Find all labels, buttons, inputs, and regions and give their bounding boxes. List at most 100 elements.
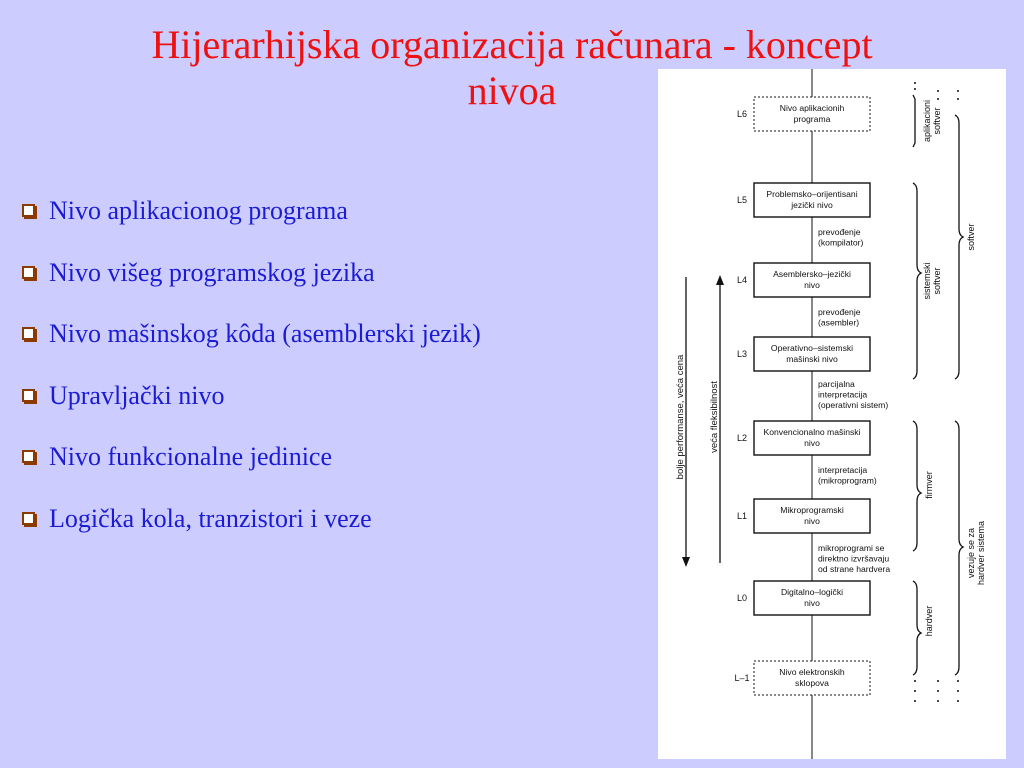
level-box-label-line-2: nivo <box>804 280 820 290</box>
level-box-label-line-2: nivo <box>804 516 820 526</box>
transition-label-line: (operativni sistem) <box>818 400 888 410</box>
checkbox-bullet-icon <box>22 265 35 279</box>
firmver-label: firmver <box>924 471 934 499</box>
level-box <box>753 96 871 132</box>
level-id-label: L4 <box>737 275 747 285</box>
bullet-text: Nivo mašinskog kôda (asemblerski jezik) <box>49 319 481 348</box>
bullet-item: Logička kola, tranzistori i veze <box>22 504 481 566</box>
level-box-label-line-1: Mikroprogramski <box>780 505 844 515</box>
transition-label-line: parcijalna <box>818 379 855 389</box>
up-arrowhead-icon <box>716 275 724 285</box>
sistemski-label-1: sistemski <box>922 262 932 299</box>
level-box <box>753 420 871 456</box>
level-box <box>753 660 871 696</box>
bullet-text: Upravljački nivo <box>49 380 225 410</box>
level-box-label-line-1: Problemsko–orijentisani <box>766 189 857 199</box>
level-box-label-line-2: nivo <box>804 438 820 448</box>
level-box-label-line-2: nivo <box>804 598 820 608</box>
bullet-item: Upravljački nivo <box>22 381 481 443</box>
bullet-item: Nivo funkcionalne jedinice <box>22 442 481 504</box>
bullet-text: Nivo funkcionalne jedinice <box>49 442 333 471</box>
level-id-label: L0 <box>737 593 747 603</box>
checkbox-bullet-icon <box>22 204 35 217</box>
level-id-label: L3 <box>737 349 747 359</box>
transition-label-line: (kompilator) <box>818 238 864 248</box>
bullet-item: Nivo mašinskog kôda (asemblerski jezik) <box>22 319 481 381</box>
checkbox-bullet-icon <box>22 388 35 402</box>
page-title-line-1: Hijerarhijska organizacija računara - ko… <box>151 22 873 67</box>
continuation-dots <box>914 82 959 702</box>
level-box-label-line-2: jezički nivo <box>790 200 833 210</box>
transition-label-line: (mikroprogram) <box>818 476 877 486</box>
bullet-text: Logička kola, tranzistori i veze <box>49 503 372 533</box>
page-title-line-2: nivoa <box>467 68 557 113</box>
level-box-label-line-1: Operativno–sistemski <box>771 343 853 353</box>
sistemski-label-2: softver <box>932 267 942 294</box>
level-box-label-line-1: Nivo aplikacionih <box>780 103 845 113</box>
checkbox-bullet-icon <box>22 511 35 525</box>
vezuje-label-2: hardver sistema <box>976 521 986 585</box>
softver-brace <box>954 114 965 380</box>
level-box <box>753 262 871 298</box>
level-id-label: L2 <box>737 433 747 443</box>
level-id-label: L1 <box>737 511 747 521</box>
level-box-label-line-1: Digitalno–logički <box>781 587 843 597</box>
sistemski-brace <box>912 182 923 380</box>
transition-label-line: interpretacija <box>818 390 867 400</box>
level-box-label-line-2: sklopova <box>795 678 829 688</box>
vezuje-brace <box>954 420 965 676</box>
page-title: Hijerarhijska organizacija računara - ko… <box>0 22 1024 114</box>
level-box-label-line-1: Asemblersko–jezički <box>773 269 851 279</box>
firmver-brace <box>912 420 923 552</box>
right-braces <box>912 94 965 676</box>
transition-label-line: od strane hardvera <box>818 564 890 574</box>
level-box-label-line-2: programa <box>794 114 831 124</box>
aplikacioni-label-1: aplikacioni <box>922 100 932 142</box>
vezuje-label-1: vezuje se za <box>966 528 976 578</box>
level-box <box>753 336 871 372</box>
level-box-label-line-2: mašinski nivo <box>786 354 838 364</box>
transition-label: prevođenje(asembler) <box>818 307 861 328</box>
down-arrow-label: bolje performanse, veća cena <box>675 354 686 479</box>
transition-labels: prevođenje(kompilator) prevođenje(asemble… <box>818 227 890 574</box>
up-arrow-label: veća fleksibilnost <box>709 381 720 453</box>
bullet-item: Nivo aplikacionog programa <box>22 196 481 258</box>
checkbox-bullet-icon <box>22 450 35 463</box>
transition-label-line: interpretacija <box>818 465 867 475</box>
level-box <box>753 182 871 218</box>
bullet-text: Nivo aplikacionog programa <box>49 196 348 225</box>
transition-label-line: mikroprogrami se <box>818 543 885 553</box>
level-id-label: L–1 <box>734 673 749 683</box>
hardver-label: hardver <box>924 606 934 637</box>
softver-label: softver <box>966 223 976 250</box>
down-arrowhead-icon <box>682 557 690 567</box>
checkbox-bullet-icon <box>22 327 35 340</box>
hardver-brace <box>912 580 923 676</box>
level-box <box>753 580 871 616</box>
level-box <box>753 498 871 534</box>
aplikacioni-bar <box>912 94 916 148</box>
transition-label: prevođenje(kompilator) <box>818 227 864 248</box>
transition-label-line: direktno izvršavaju <box>818 554 889 564</box>
bullet-text: Nivo višeg programskog jezika <box>49 257 375 287</box>
transition-label: interpretacija(mikroprogram) <box>818 465 877 486</box>
level-box-label-line-1: Nivo elektronskih <box>779 667 845 677</box>
level-id-label: L5 <box>737 195 747 205</box>
transition-label-line: prevođenje <box>818 227 861 237</box>
level-box-label-line-1: Konvencionalno mašinski <box>764 427 861 437</box>
level-id-label: L6 <box>737 109 747 119</box>
bullet-item: Nivo višeg programskog jezika <box>22 258 481 320</box>
